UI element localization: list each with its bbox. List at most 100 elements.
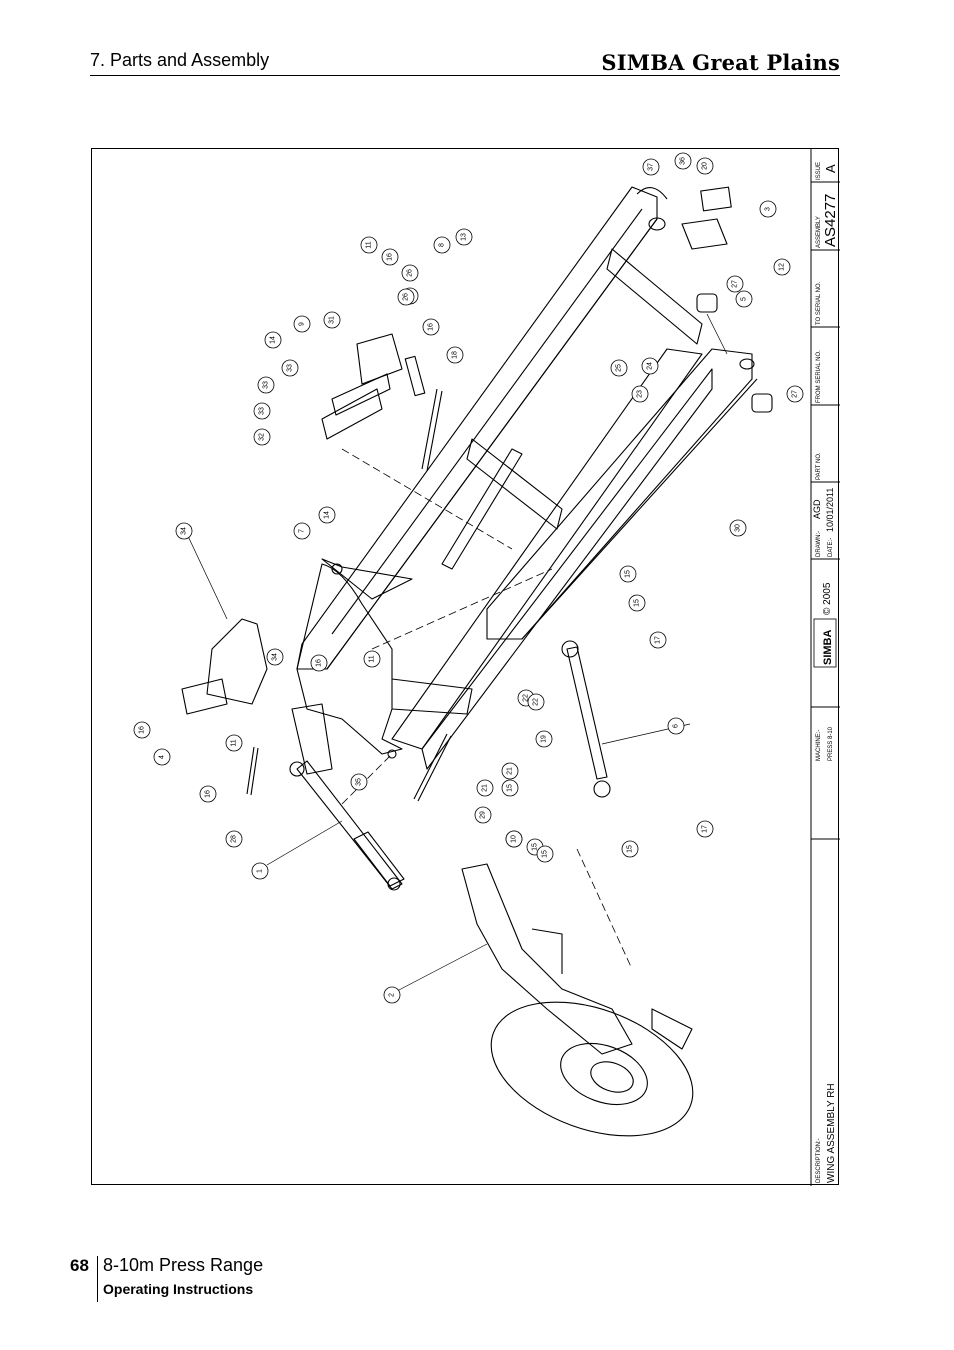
callout-19: 19 xyxy=(535,730,553,748)
assembly-label: ASSEMBLY xyxy=(816,216,822,248)
callout-33: 33 xyxy=(281,359,299,377)
callout-label: 37 xyxy=(648,163,655,171)
callout-circle xyxy=(642,158,660,176)
copyright: © 2005 xyxy=(822,582,833,615)
drawn-value: AGD xyxy=(812,499,822,519)
callout-circle xyxy=(641,357,659,375)
callout-label: 15 xyxy=(507,784,514,792)
callout-label: 1 xyxy=(257,869,264,873)
callout-label: 11 xyxy=(231,739,238,746)
callout-circle xyxy=(696,157,714,175)
callout-37: 37 xyxy=(642,158,660,176)
callout-label: 20 xyxy=(702,162,709,170)
callout-24: 24 xyxy=(641,357,659,375)
callout-label: 32 xyxy=(259,433,266,441)
callout-circle xyxy=(253,428,271,446)
callout-circle xyxy=(318,506,336,524)
callout-label: 3 xyxy=(765,207,772,211)
callout-label: 2 xyxy=(389,993,396,997)
callout-label: 4 xyxy=(159,755,166,759)
from-serial-label: FROM SERIAL NO. xyxy=(816,350,822,403)
callout-5: 5 xyxy=(735,290,753,308)
callout-11: 11 xyxy=(225,734,243,752)
callout-circle xyxy=(175,522,193,540)
callout-circle xyxy=(610,359,628,377)
page-number: 68 xyxy=(70,1256,89,1275)
callout-circle xyxy=(363,650,381,668)
section-title: 7. Parts and Assembly xyxy=(90,50,270,70)
callout-circle xyxy=(505,830,523,848)
logo-text: SIMBA xyxy=(822,630,834,666)
callout-26: 26 xyxy=(401,264,419,282)
machine-label: MACHINE:- xyxy=(816,730,822,761)
callout-label: 33 xyxy=(259,407,266,415)
callout-21: 21 xyxy=(476,779,494,797)
callout-circle xyxy=(383,986,401,1004)
callout-circle xyxy=(455,228,473,246)
callout-circle xyxy=(474,806,492,824)
drawn-label: DRAWN:- xyxy=(816,531,822,557)
callout-circle xyxy=(446,346,464,364)
callout-circle xyxy=(225,734,243,752)
callout-33: 33 xyxy=(257,376,275,394)
callout-20: 20 xyxy=(696,157,714,175)
callout-circle xyxy=(264,331,282,349)
callout-label: 6 xyxy=(673,724,680,728)
callout-label: 22 xyxy=(523,694,530,702)
callout-label: 9 xyxy=(299,322,306,326)
callout-circle xyxy=(401,264,419,282)
callout-8: 8 xyxy=(433,236,451,254)
callout-circle xyxy=(360,236,378,254)
callout-label: 5 xyxy=(741,297,748,301)
alignment-lines xyxy=(341,448,633,970)
title-block: ISSUE A ASSEMBLY AS4277 TO SERIAL NO. FR… xyxy=(810,149,840,1186)
callout-label: 23 xyxy=(637,390,644,398)
callout-15: 15 xyxy=(628,594,646,612)
callout-33: 33 xyxy=(253,402,271,420)
callout-label: 28 xyxy=(231,835,238,843)
callout-label: 33 xyxy=(287,364,294,372)
date-value: 10/01/2011 xyxy=(825,488,835,532)
callout-label: 21 xyxy=(482,784,489,792)
callout-label: 30 xyxy=(735,524,742,532)
callout-label: 25 xyxy=(616,364,623,372)
callout-17: 17 xyxy=(696,820,714,838)
callout-circle xyxy=(199,785,217,803)
callout-label: 18 xyxy=(452,351,459,359)
assembly-number: AS4277 xyxy=(822,194,839,247)
callout-34: 34 xyxy=(266,648,284,666)
callout-label: 16 xyxy=(205,790,212,798)
header-divider xyxy=(90,75,840,76)
callout-label: 34 xyxy=(272,653,279,661)
callout-label: 27 xyxy=(732,280,739,288)
callout-label: 17 xyxy=(702,825,709,833)
callout-circle xyxy=(257,376,275,394)
callout-label: 17 xyxy=(655,636,662,644)
callout-label: 10 xyxy=(511,835,518,843)
callout-label: 34 xyxy=(181,527,188,535)
callout-16: 16 xyxy=(133,721,151,739)
callout-circle xyxy=(729,519,747,537)
callout-16: 16 xyxy=(381,248,399,266)
callout-2: 2 xyxy=(383,986,401,1004)
issue-value: A xyxy=(823,164,838,173)
callout-circle xyxy=(726,275,744,293)
callout-circle xyxy=(628,594,646,612)
callout-circle xyxy=(253,402,271,420)
callout-13: 13 xyxy=(455,228,473,246)
callout-label: 29 xyxy=(480,811,487,819)
callout-circle xyxy=(535,730,553,748)
callout-16: 16 xyxy=(199,785,217,803)
callout-circle xyxy=(381,248,399,266)
range-title: 8-10m Press Range xyxy=(103,1255,264,1275)
callout-circle xyxy=(786,385,804,403)
callout-label: 33 xyxy=(263,381,270,389)
callout-label: 16 xyxy=(316,659,323,667)
callout-circle xyxy=(293,522,311,540)
callout-circle xyxy=(649,631,667,649)
callout-circle xyxy=(422,318,440,336)
to-serial-label: TO SERIAL NO. xyxy=(816,281,822,325)
callout-label: 16 xyxy=(139,726,146,734)
callout-label: 21 xyxy=(507,767,514,775)
issue-label: ISSUE xyxy=(816,162,822,180)
